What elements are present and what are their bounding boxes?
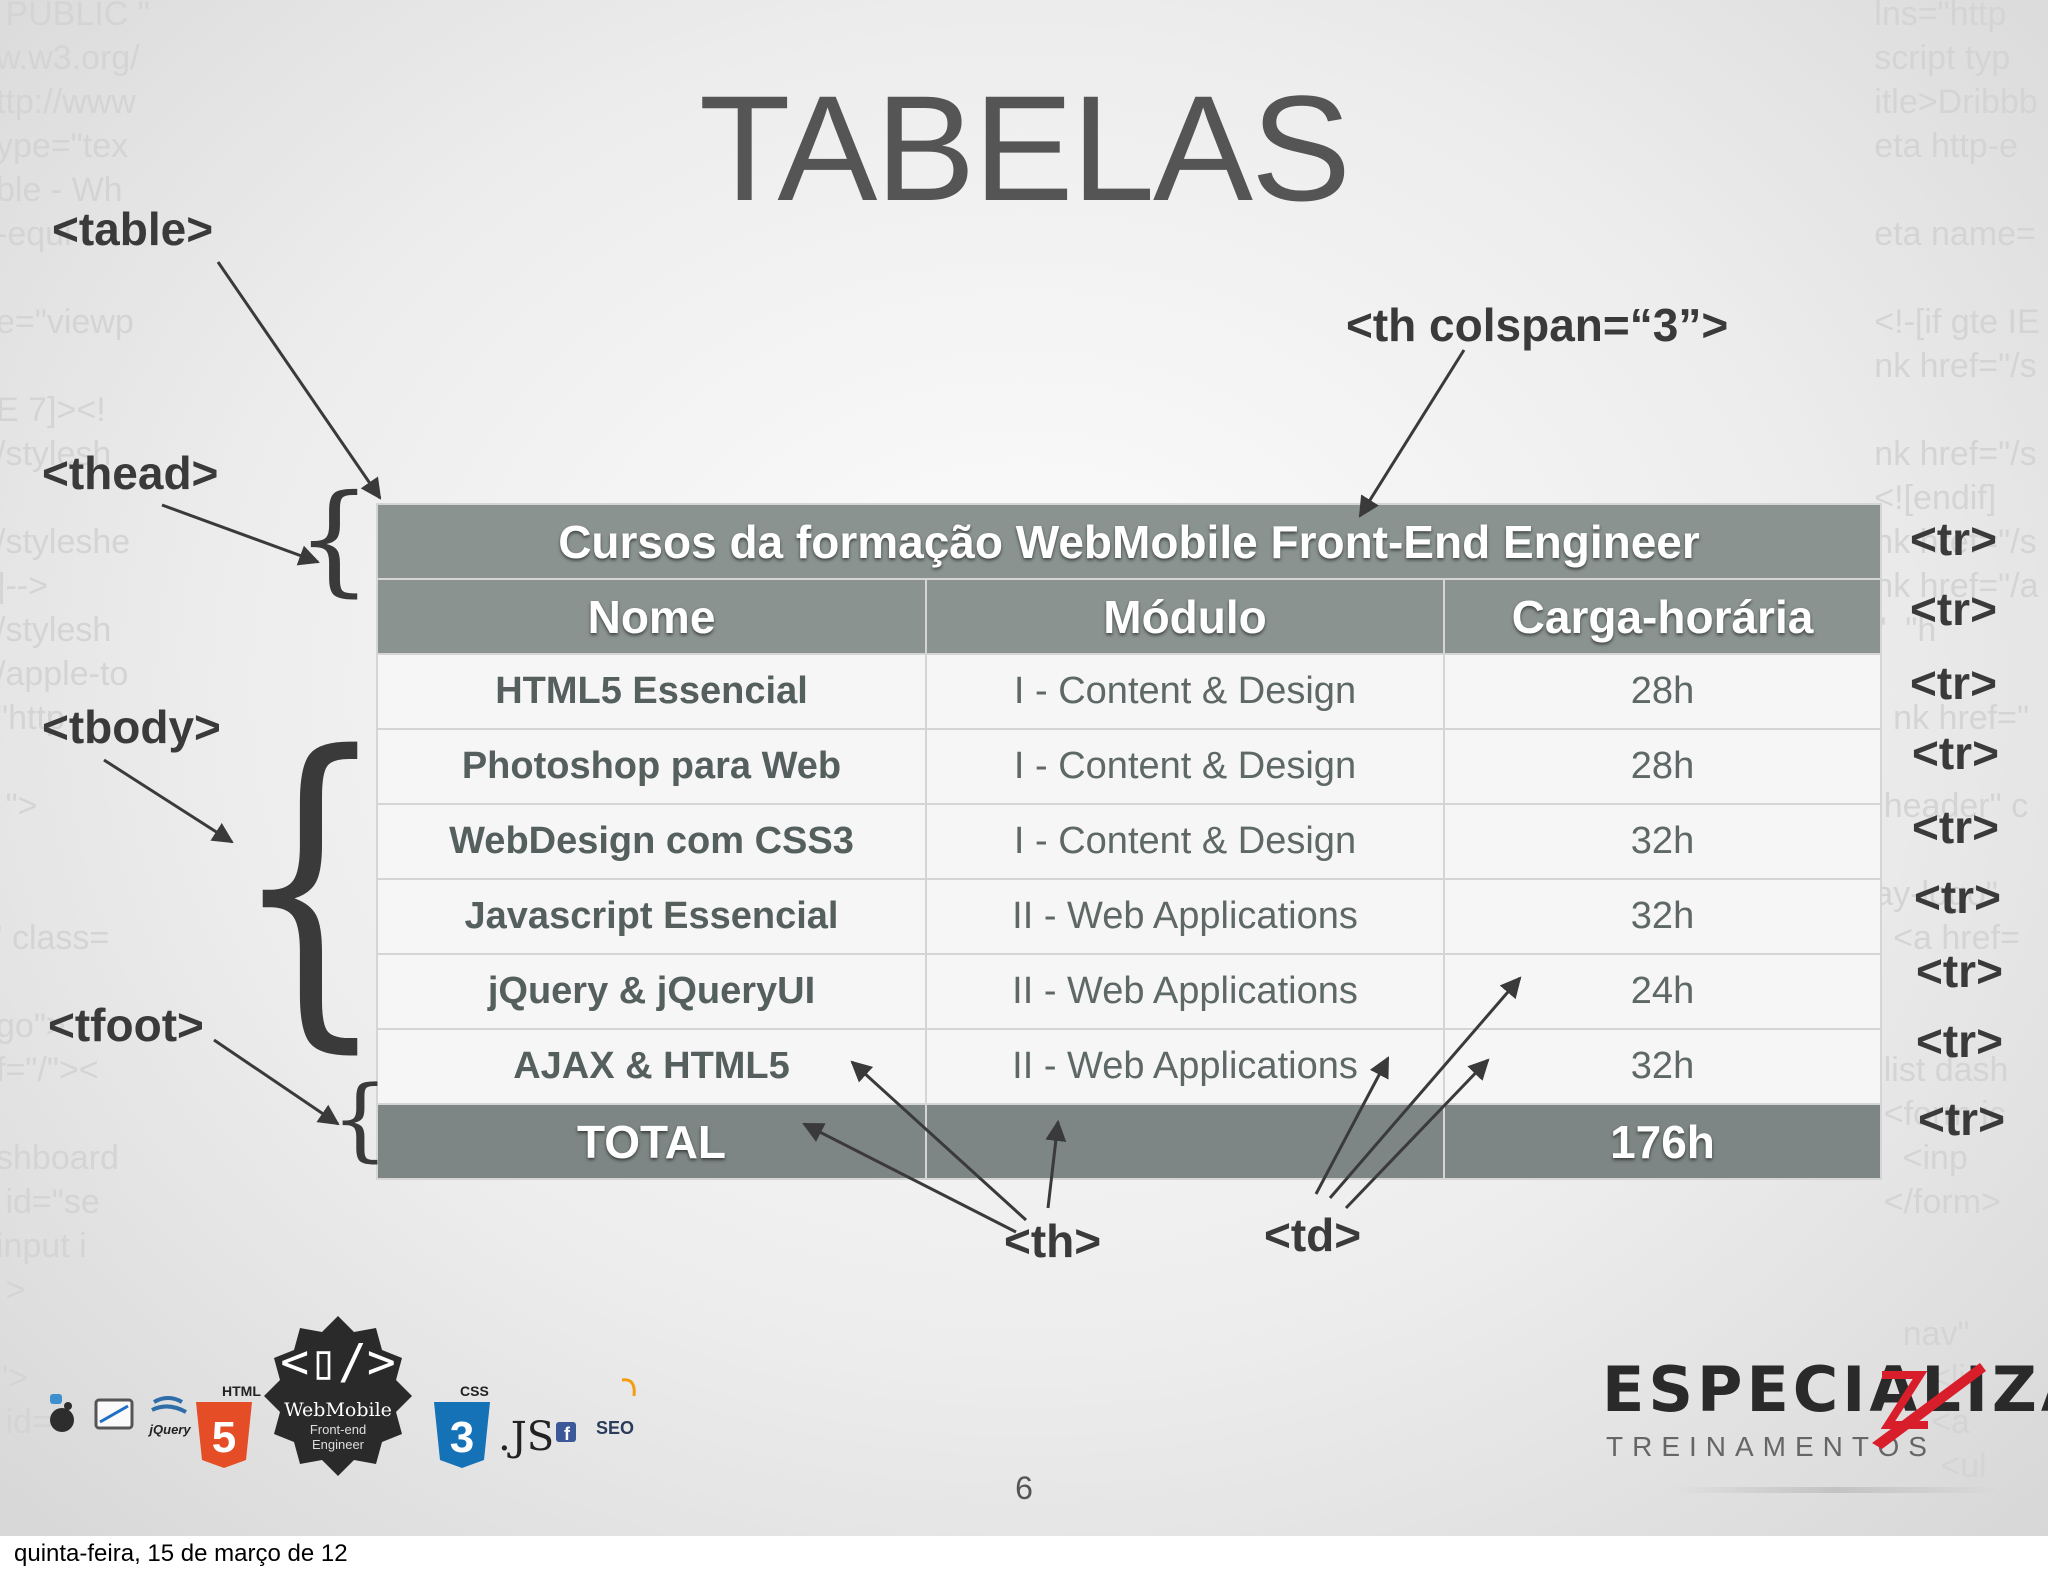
table-annotation-arrow [1328,976,1522,1199]
seo-logo: SEO [596,1378,636,1438]
course-module: I - Content & Design [925,803,1445,880]
curly-brace: { [331,1067,388,1172]
table-annotation-arrow [216,261,382,500]
footer-date: quinta-feira, 15 de março de 12 [14,1540,348,1567]
label-tr-7: <tr> [1916,945,2003,997]
label-table: <table> [52,203,214,255]
svg-text:HTML: HTML [222,1383,261,1399]
svg-text:SEO: SEO [596,1418,634,1438]
header-modulo: Módulo [925,578,1445,655]
course-name: AJAX & HTML5 [376,1028,927,1105]
facebook-icon [556,1422,576,1442]
apple-icon [50,1402,74,1432]
label-tbody: <tbody> [42,701,221,753]
footer-logos: jQuery HTML 5 <▯/> WebMobile Front-end E… [50,1316,636,1476]
total-label: TOTAL [376,1103,927,1180]
svg-text:f: f [564,1424,571,1444]
course-module: II - Web Applications [925,1028,1445,1105]
course-name: jQuery & jQueryUI [376,953,927,1030]
course-module: II - Web Applications [925,953,1445,1030]
label-tr-2: <tr> [1910,583,1997,635]
slide-title: TABELAS [698,64,1351,232]
svg-text:<▯/>: <▯/> [280,1334,396,1390]
css3-logo: CSS 3 [434,1383,490,1468]
background-code-left: PUBLIC " w.w3.org/ ttp://www ype="tex bl… [0,0,150,1441]
label-tr-8: <tr> [1916,1015,2003,1067]
table-annotation-arrow [1344,1058,1490,1210]
table-row: jQuery & jQueryUI II - Web Applications … [376,953,1882,1030]
svg-text:Engineer: Engineer [312,1437,365,1452]
course-module: I - Content & Design [925,653,1445,730]
courses-table-head: Cursos da formação WebMobile Front-End E… [376,503,1882,655]
course-name: Photoshop para Web [376,728,927,805]
course-module: I - Content & Design [925,728,1445,805]
table-annotation-arrow [213,1038,340,1126]
caption-cell: Cursos da formação WebMobile Front-End E… [376,503,1882,580]
especializa-logo: ESPECIALIZA TREINAMENTOS [1590,1345,2048,1495]
label-tfoot: <tfoot> [48,999,204,1051]
table-row: Photoshop para Web I - Content & Design … [376,728,1882,805]
label-th-colspan: <th colspan=“3”> [1346,299,1729,351]
brand-accent-mark [1872,1363,1986,1449]
table-annotation-arrow [850,1060,1028,1222]
background-code-right: lns="http script typ itle>Dribbb eta htt… [1874,0,2040,1485]
header-row: Nome Módulo Carga-horária [376,578,1882,655]
table-annotation-arrow [1045,1119,1067,1209]
android-icon [50,1394,62,1404]
table-row: WebDesign com CSS3 I - Content & Design … [376,803,1882,880]
curly-brace: { [232,684,388,1080]
course-hours: 32h [1443,803,1882,880]
label-tr-5: <tr> [1912,801,1999,853]
label-tr-9: <tr> [1918,1093,2005,1145]
header-carga-horaria: Carga-horária [1443,578,1882,655]
label-tr-6: <tr> [1914,871,2001,923]
course-name: WebDesign com CSS3 [376,803,927,880]
html5-logo: HTML 5 [196,1383,261,1468]
device-icon [94,1398,134,1430]
svg-text:Front-end: Front-end [310,1422,366,1437]
table-annotation-arrow [802,1122,1017,1234]
table-row: AJAX & HTML5 II - Web Applications 32h [376,1028,1882,1105]
course-hours: 28h [1443,653,1882,730]
table-annotation-arrow [103,758,234,844]
label-td: <td> [1264,1209,1362,1261]
table-row: HTML5 Essencial I - Content & Design 28h [376,653,1882,730]
js-logo: .JS [498,1414,554,1460]
table-annotation-arrow [161,503,320,566]
page-number: 6 [1015,1470,1033,1506]
label-tr-1: <tr> [1910,513,1997,565]
course-name: Javascript Essencial [376,878,927,955]
course-hours: 32h [1443,878,1882,955]
jquery-logo: jQuery [147,1396,191,1437]
label-th: <th> [1004,1215,1102,1267]
total-hours: 176h [1443,1103,1882,1180]
course-name: HTML5 Essencial [376,653,927,730]
svg-text:CSS: CSS [460,1383,489,1399]
curly-brace: { [296,470,372,609]
label-thead: <thead> [42,447,219,499]
courses-table-body: HTML5 Essencial I - Content & Design 28h… [376,653,1882,1105]
header-nome: Nome [376,578,927,655]
course-module: II - Web Applications [925,878,1445,955]
table-row: Javascript Essencial II - Web Applicatio… [376,878,1882,955]
annotation-overlay: { { { [103,261,1522,1234]
table-annotation-arrow [1314,1056,1390,1195]
webmobile-badge: <▯/> WebMobile Front-end Engineer [264,1316,412,1476]
brand-name: ESPECIALIZA [1602,1353,2048,1426]
course-hours: 28h [1443,728,1882,805]
courses-table: Cursos da formação WebMobile Front-End E… [376,503,1882,1180]
caption-row: Cursos da formação WebMobile Front-End E… [376,503,1882,580]
brand-subtitle: TREINAMENTOS [1606,1431,1936,1462]
svg-text:WebMobile: WebMobile [284,1399,392,1421]
course-hours: 32h [1443,1028,1882,1105]
slide: PUBLIC " w.w3.org/ ttp://www ype="tex bl… [0,0,2048,1536]
label-tr-4: <tr> [1912,727,1999,779]
label-tr-3: <tr> [1910,657,1997,709]
svg-text:5: 5 [212,1413,236,1462]
svg-text:jQuery: jQuery [147,1422,191,1437]
svg-text:3: 3 [450,1413,474,1462]
table-annotation-arrow [1358,349,1466,518]
